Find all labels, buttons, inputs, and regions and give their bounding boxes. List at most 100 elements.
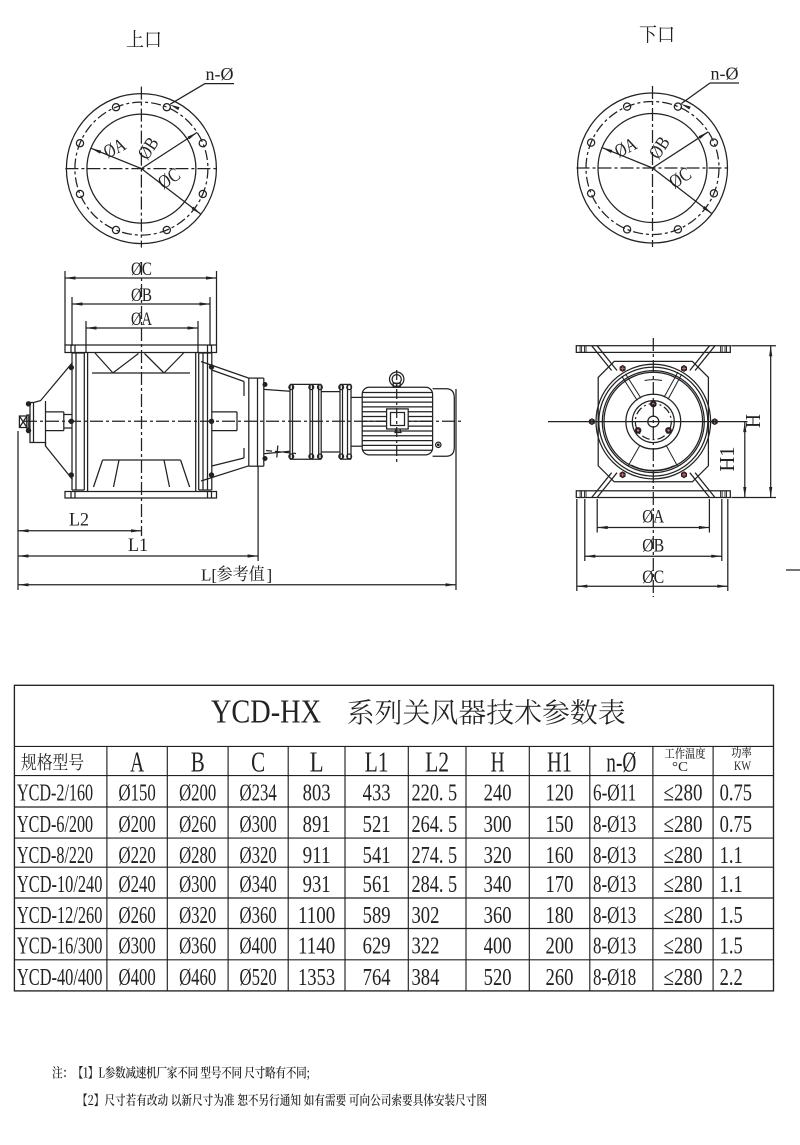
svg-text:Ø360: Ø360 <box>179 934 216 960</box>
svg-text:Ø200: Ø200 <box>179 781 216 807</box>
svg-text:8-Ø13: 8-Ø13 <box>593 843 636 869</box>
svg-text:8-Ø13: 8-Ø13 <box>593 903 636 929</box>
svg-text:ØA: ØA <box>100 134 129 163</box>
svg-text:≤280: ≤280 <box>664 812 703 838</box>
svg-text:Ø320: Ø320 <box>240 843 277 869</box>
svg-text:2.2: 2.2 <box>720 965 743 991</box>
svg-text:YCD-12/260: YCD-12/260 <box>17 903 102 929</box>
svg-text:1353: 1353 <box>298 965 335 991</box>
svg-text:521: 521 <box>363 812 391 838</box>
svg-text:Ø460: Ø460 <box>179 965 216 991</box>
svg-text:8-Ø13: 8-Ø13 <box>593 872 636 898</box>
svg-text:1.5: 1.5 <box>720 934 743 960</box>
svg-text:Ø280: Ø280 <box>179 843 216 869</box>
svg-text:L1: L1 <box>128 535 148 556</box>
svg-text:Ø260: Ø260 <box>179 812 216 838</box>
svg-text:≤280: ≤280 <box>664 872 703 898</box>
svg-text:1140: 1140 <box>298 934 335 960</box>
svg-text:300: 300 <box>484 812 512 838</box>
svg-text:200: 200 <box>546 934 574 960</box>
svg-text:Ø234: Ø234 <box>240 781 277 807</box>
svg-text:400: 400 <box>484 934 512 960</box>
svg-text:ØC: ØC <box>642 567 664 588</box>
svg-text:6-Ø11: 6-Ø11 <box>593 781 636 807</box>
svg-text:629: 629 <box>363 934 391 960</box>
svg-text:Ø320: Ø320 <box>179 903 216 929</box>
svg-text:ØA: ØA <box>611 134 640 163</box>
svg-text:322: 322 <box>412 934 440 960</box>
svg-text:ØA: ØA <box>642 507 664 528</box>
svg-text:≤280: ≤280 <box>664 965 703 991</box>
svg-text:≤280: ≤280 <box>664 843 703 869</box>
svg-text:0.75: 0.75 <box>720 812 752 838</box>
svg-text:n-Ø: n-Ø <box>206 64 234 84</box>
svg-text:L[: L[ <box>201 566 217 585</box>
svg-text:Ø150: Ø150 <box>119 781 156 807</box>
svg-text:YCD-40/400: YCD-40/400 <box>17 965 102 991</box>
svg-text:Ø200: Ø200 <box>119 812 156 838</box>
svg-text:≤280: ≤280 <box>664 934 703 960</box>
svg-text:≤280: ≤280 <box>664 781 703 807</box>
svg-text:]: ] <box>267 566 273 585</box>
svg-text:589: 589 <box>363 903 391 929</box>
svg-text:L2: L2 <box>69 510 89 531</box>
svg-text:H: H <box>491 748 505 779</box>
svg-text:ØB: ØB <box>642 536 664 557</box>
svg-text:L: L <box>310 748 324 779</box>
svg-text:764: 764 <box>363 965 391 991</box>
svg-text:170: 170 <box>546 872 574 898</box>
svg-text:H: H <box>741 414 765 428</box>
svg-text:541: 541 <box>363 843 391 869</box>
svg-text:≤280: ≤280 <box>664 903 703 929</box>
svg-text:284. 5: 284. 5 <box>412 872 458 898</box>
svg-text:n-Ø: n-Ø <box>606 748 636 779</box>
svg-text:Ø300: Ø300 <box>119 934 156 960</box>
svg-text:YCD-2/160: YCD-2/160 <box>17 781 93 807</box>
svg-text:302: 302 <box>412 903 440 929</box>
svg-text:1100: 1100 <box>298 903 335 929</box>
svg-text:360: 360 <box>484 903 512 929</box>
svg-text:8-Ø13: 8-Ø13 <box>593 934 636 960</box>
svg-text:803: 803 <box>303 781 331 807</box>
svg-text:H1: H1 <box>547 748 572 779</box>
svg-text:264. 5: 264. 5 <box>412 812 458 838</box>
svg-text:260: 260 <box>546 965 574 991</box>
svg-text:H1: H1 <box>715 447 739 472</box>
svg-text:8-Ø13: 8-Ø13 <box>593 812 636 838</box>
svg-text:384: 384 <box>412 965 440 991</box>
svg-text:L1: L1 <box>365 748 389 779</box>
svg-text:0.75: 0.75 <box>720 781 752 807</box>
svg-text:911: 911 <box>303 843 331 869</box>
svg-text:1.1: 1.1 <box>720 872 743 898</box>
svg-text:Ø400: Ø400 <box>119 965 156 991</box>
svg-text:931: 931 <box>303 872 331 898</box>
svg-text:YCD-8/220: YCD-8/220 <box>17 843 93 869</box>
svg-text:520: 520 <box>484 965 512 991</box>
svg-text:433: 433 <box>363 781 391 807</box>
svg-text:220. 5: 220. 5 <box>412 781 458 807</box>
svg-text:160: 160 <box>546 843 574 869</box>
svg-text:n-Ø: n-Ø <box>711 64 739 84</box>
svg-text:Ø260: Ø260 <box>119 903 156 929</box>
svg-text:Ø520: Ø520 <box>240 965 277 991</box>
svg-text:120: 120 <box>546 781 574 807</box>
svg-text:Ø220: Ø220 <box>119 843 156 869</box>
svg-text:A: A <box>130 748 145 779</box>
svg-text:°C: °C <box>672 760 688 775</box>
svg-text:YCD-HX: YCD-HX <box>211 694 321 731</box>
svg-text:1.1: 1.1 <box>720 843 743 869</box>
svg-text:YCD-10/240: YCD-10/240 <box>17 872 102 898</box>
svg-text:ØB: ØB <box>134 134 164 164</box>
svg-text:YCD-16/300: YCD-16/300 <box>17 934 102 960</box>
svg-text:ØA: ØA <box>131 309 152 330</box>
svg-text:YCD-6/200: YCD-6/200 <box>17 812 93 838</box>
svg-text:B: B <box>191 748 205 779</box>
svg-text:180: 180 <box>546 903 574 929</box>
svg-text:Ø240: Ø240 <box>119 872 156 898</box>
svg-text:150: 150 <box>546 812 574 838</box>
svg-text:891: 891 <box>303 812 331 838</box>
svg-text:Ø300: Ø300 <box>179 872 216 898</box>
svg-text:Ø340: Ø340 <box>240 872 277 898</box>
svg-text:KW: KW <box>734 758 752 773</box>
svg-text:L2: L2 <box>425 748 449 779</box>
